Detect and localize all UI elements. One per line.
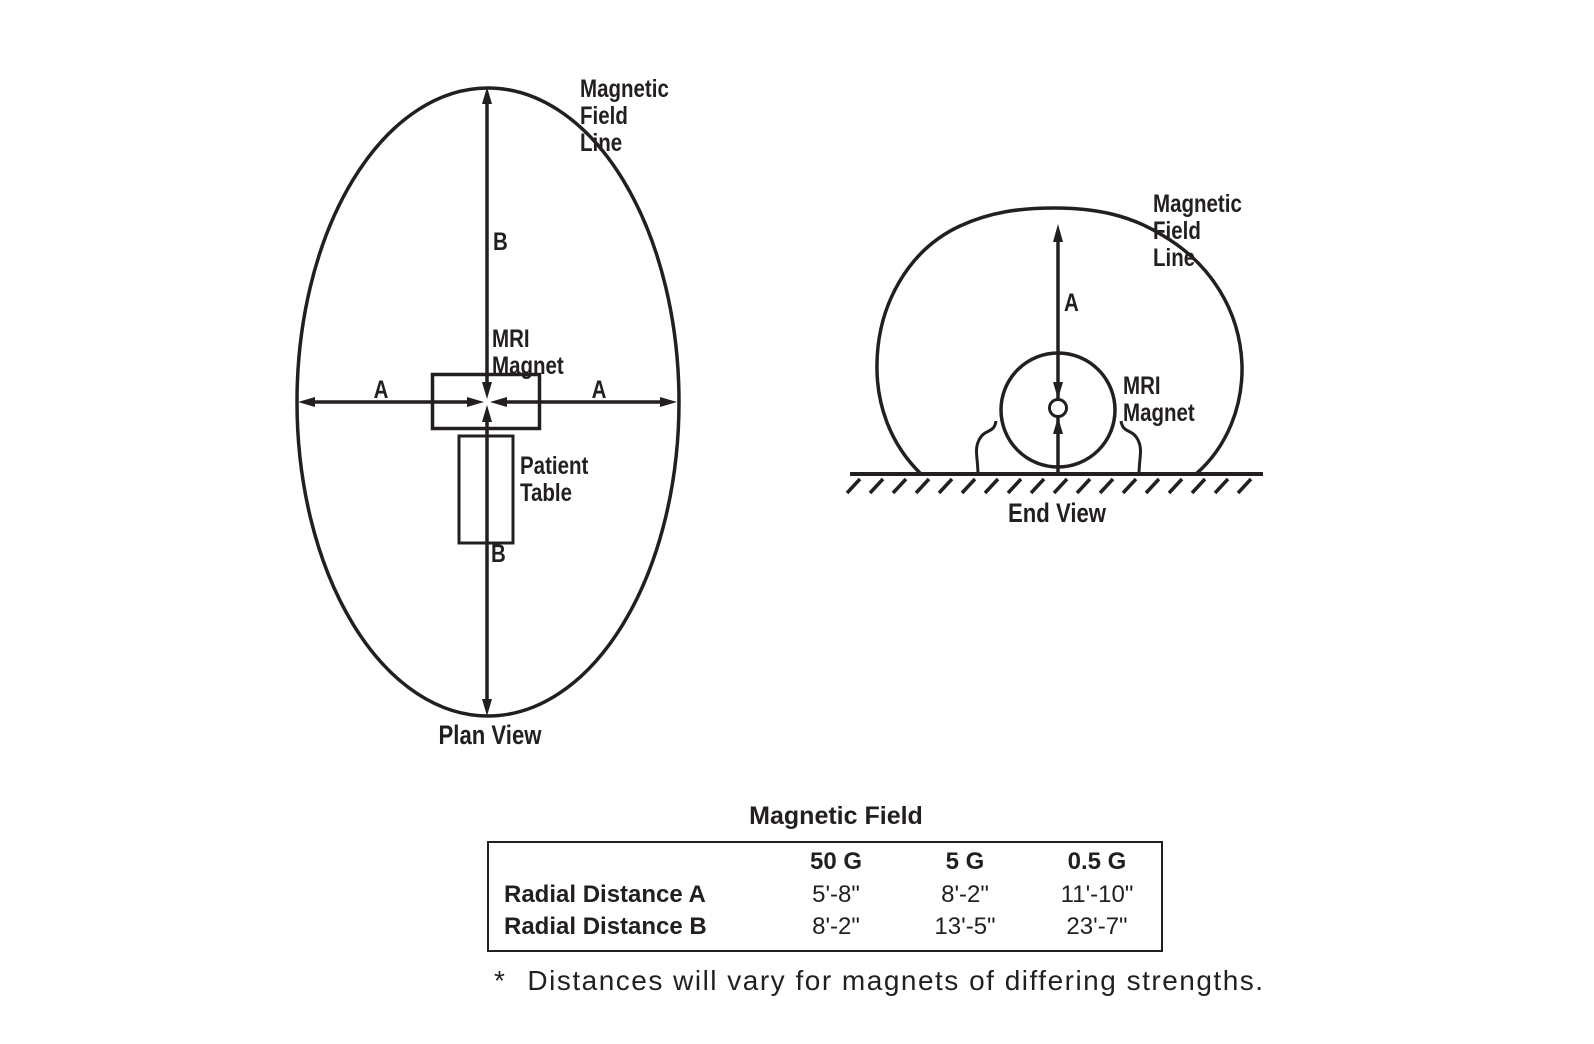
table-row-label-b: Radial Distance B (504, 913, 707, 940)
table-cell-a-05g: 11'-10" (1060, 881, 1134, 908)
end-mri-magnet-label: MRI Magnet (1123, 372, 1195, 427)
table-cell-a-5g: 8'-2" (941, 881, 989, 908)
patient-table-label: Patient Table (520, 452, 589, 507)
plan-field-line-label: Magnetic Field Line (580, 75, 669, 157)
magnet-isocenter-circle (1048, 398, 1068, 418)
end-field-line-label: Magnetic Field Line (1153, 190, 1242, 272)
end-view-caption: End View (1007, 498, 1107, 528)
plan-mri-magnet-label: MRI Magnet (492, 325, 564, 380)
radius-b-upper-arrow (482, 87, 492, 399)
magnetic-field-table (487, 841, 1163, 952)
table-cell-b-5g: 13'-5" (934, 913, 996, 940)
table-header-5g: 5 G (945, 848, 985, 875)
table-cell-b-50g: 8'-2" (812, 913, 860, 940)
radius-a-right-arrow (490, 397, 677, 407)
end-view-radius-a-arrow (1053, 224, 1063, 474)
plan-radius-b-upper-label: B (493, 228, 508, 256)
radius-b-lower-arrow (482, 405, 492, 716)
field-line-cusp-right (1119, 420, 1143, 476)
footnote-asterisk: * (494, 965, 507, 996)
plan-radius-b-lower-label: B (491, 540, 506, 568)
end-radius-a-label: A (1064, 289, 1079, 317)
footnote-text: Distances will vary for magnets of diffe… (527, 965, 1265, 996)
magnetic-field-line-ellipse (295, 86, 681, 718)
table-row-label-a: Radial Distance A (504, 881, 706, 908)
plan-radius-a-left-label: A (373, 376, 389, 404)
patient-table-rect (457, 434, 515, 545)
table-cell-b-05g: 23'-7" (1066, 913, 1128, 940)
table-header-50g: 50 G (809, 848, 863, 875)
table-header-05g: 0.5 G (1067, 848, 1127, 875)
footnote: * Distances will vary for magnets of dif… (494, 965, 1265, 997)
field-line-cusp-left (974, 420, 998, 476)
ground-hatching (845, 477, 1253, 495)
magnetic-field-line-dome (875, 206, 1244, 476)
radius-a-left-arrow (298, 397, 484, 407)
plan-radius-a-right-label: A (591, 376, 607, 404)
mri-magnet-rect (430, 372, 542, 431)
table-title: Magnetic Field (749, 802, 923, 830)
table-cell-a-50g: 5'-8" (812, 881, 860, 908)
plan-view-caption: Plan View (438, 720, 542, 750)
